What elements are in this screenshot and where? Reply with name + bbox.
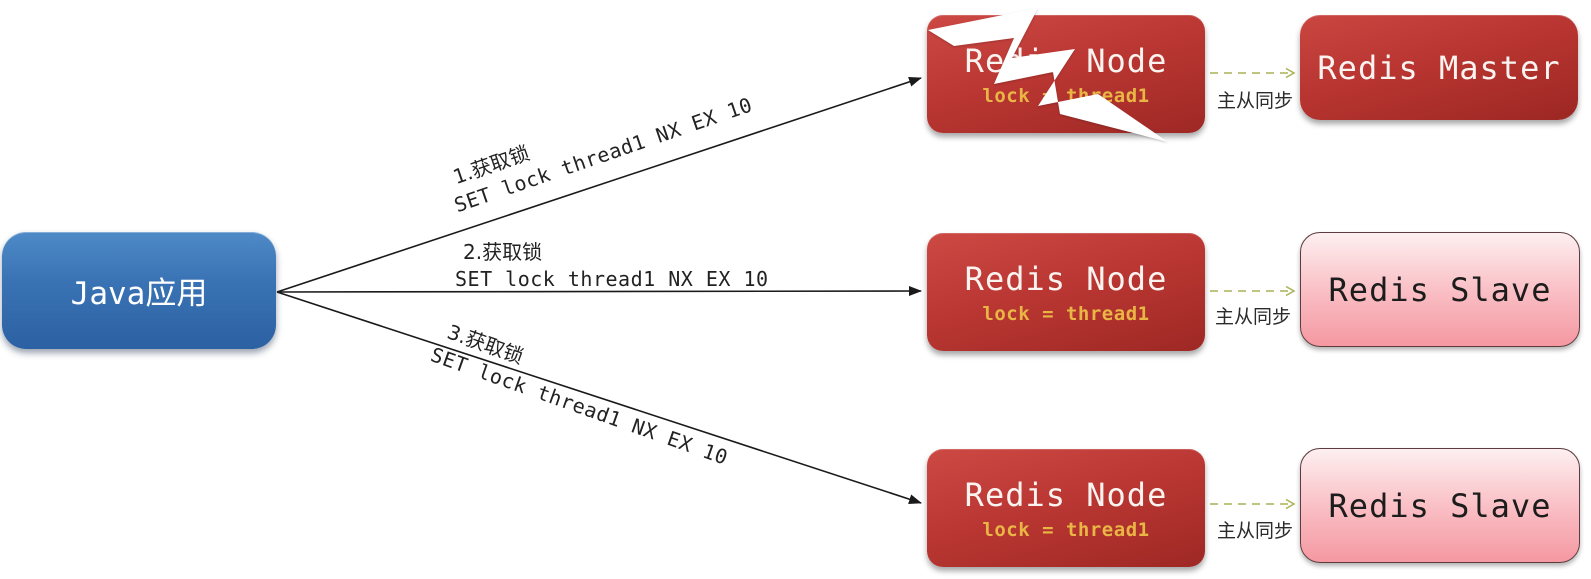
edge-command-label: SET lock thread1 NX EX 10 bbox=[455, 267, 769, 291]
redis-node-box-2: Redis Node lock = thread1 bbox=[927, 233, 1205, 351]
acquire-lock-arrow-1 bbox=[276, 77, 922, 293]
redis-master-label: Redis Master bbox=[1317, 48, 1561, 87]
sync-label-2: 主从同步 bbox=[1214, 306, 1291, 328]
sync-label-3: 主从同步 bbox=[1216, 520, 1293, 542]
sync-label-1: 主从同步 bbox=[1216, 90, 1293, 112]
redis-master-box: Redis Master bbox=[1300, 15, 1578, 120]
redis-slave-label: Redis Slave bbox=[1328, 486, 1552, 525]
node-lock-label: lock = thread1 bbox=[982, 518, 1150, 541]
redis-node-title: Redis Node bbox=[964, 259, 1168, 298]
redis-slave-label: Redis Slave bbox=[1328, 270, 1552, 309]
acquire-lock-arrow-2 bbox=[276, 286, 922, 297]
redis-node-box-3: Redis Node lock = thread1 bbox=[927, 449, 1205, 567]
edge-label-2: 2.获取锁 SET lock thread1 NX EX 10 bbox=[455, 239, 769, 293]
java-app-box: Java应用 bbox=[2, 232, 276, 349]
redis-node-title: Redis Node bbox=[964, 475, 1168, 514]
redis-slave-box-1: Redis Slave bbox=[1300, 232, 1580, 347]
edge-step-label: 2.获取锁 bbox=[463, 240, 543, 264]
node-lock-label: lock = thread1 bbox=[982, 302, 1150, 325]
java-app-label: Java应用 bbox=[70, 276, 208, 312]
acquire-lock-arrow-3 bbox=[276, 291, 922, 505]
lightning-bolt-icon bbox=[928, 8, 1168, 142]
redis-slave-box-2: Redis Slave bbox=[1300, 448, 1580, 563]
